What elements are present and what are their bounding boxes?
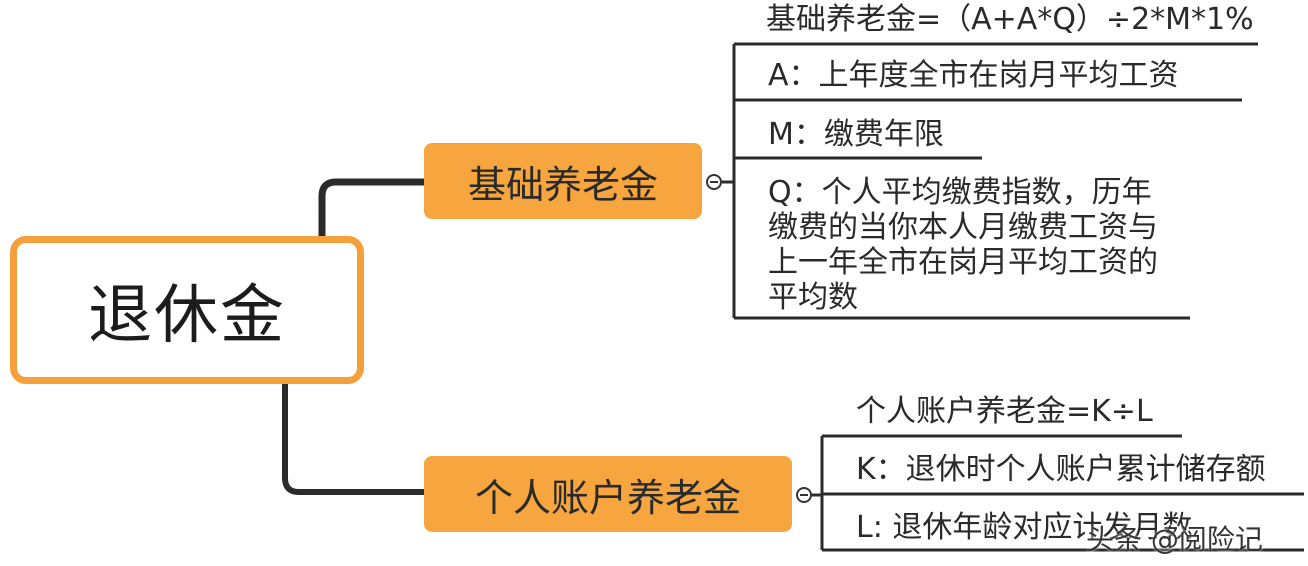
watermark: 头条 @阅险记	[1086, 523, 1263, 556]
branch-personal-account-pension[interactable]: 个人账户养老金	[424, 456, 792, 532]
branch-label: 个人账户养老金	[474, 475, 741, 520]
leaf-q[interactable]: Q：个人平均缴费指数，历年缴费的当你本人月缴费工资与上一年全市在岗月平均工资的平…	[768, 175, 1158, 315]
root-node[interactable]: 退休金	[10, 236, 364, 384]
leaf-basic-formula[interactable]: 基础养老金=（A+A*Q）÷2*M*1%	[766, 2, 1254, 37]
leaf-m[interactable]: M：缴费年限	[768, 117, 944, 152]
root-label: 退休金	[88, 279, 286, 353]
leaf-l[interactable]: L: 退休年龄对应计发月数	[856, 510, 1193, 545]
leaf-k[interactable]: K：退休时个人账户累计储存额	[856, 452, 1266, 487]
root-to-branch1-line	[318, 178, 424, 236]
collapse-toggle-icon[interactable]	[706, 174, 722, 190]
branch-label: 基础养老金	[467, 162, 658, 207]
collapse-toggle-icon[interactable]	[796, 487, 812, 503]
leaf-a[interactable]: A：上年度全市在岗月平均工资	[768, 58, 1179, 93]
branch-basic-pension[interactable]: 基础养老金	[424, 143, 702, 219]
root-to-branch2-line	[282, 384, 424, 495]
leaf-personal-formula[interactable]: 个人账户养老金=K÷L	[856, 394, 1153, 429]
